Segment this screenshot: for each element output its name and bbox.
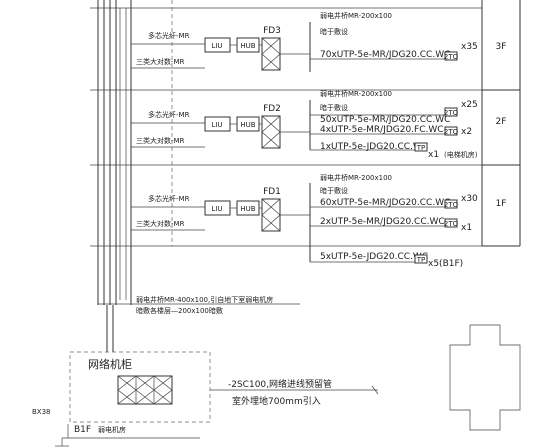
risers: [97, 0, 132, 352]
ground-symbol: BX38: [32, 408, 69, 447]
branch-2f-2: 4xUTP-5e-MR/JDG20.FC.WC: [320, 125, 444, 135]
outlet-icon: [444, 51, 458, 61]
count-2f-3: x1: [428, 150, 439, 160]
fiber-label-1f: 多芯光纤-MR: [148, 194, 190, 203]
trunk-label-2f: 三类大对数-MR: [136, 136, 185, 145]
svg-text:2TO: 2TO: [444, 220, 459, 228]
hub-label-3f: HUB: [240, 42, 255, 50]
tray-label-3f: 弱电井桥MR-200x100: [320, 11, 392, 20]
tray-label-2f: 弱电井桥MR-200x100: [320, 89, 392, 98]
cabinet-title: 网络机柜: [88, 357, 132, 371]
conduit-line2: 室外埋地700mm引入: [232, 395, 321, 407]
liu-label-1f: LIU: [211, 205, 222, 213]
svg-text:TP: TP: [416, 256, 426, 264]
svg-text:2TO: 2TO: [444, 53, 459, 61]
riser-notes: 弱电井桥MR-400x100,引自地下室弱电机房 暗敷各楼层—200x100暗敷: [98, 295, 300, 315]
install-label-1f: 暗于敷设: [320, 186, 348, 195]
svg-text:2TO: 2TO: [444, 109, 459, 117]
floor-label-1f: 1F: [496, 199, 507, 209]
outlet-icon: [414, 254, 428, 264]
branch-b1f: 5xUTP-5e-JDG20.CC.WC: [320, 252, 428, 262]
count-1f-1: x30: [461, 194, 478, 204]
liu-label-2f: LIU: [211, 121, 222, 129]
install-label-2f: 暗于敷设: [320, 103, 348, 112]
liu-label-3f: LIU: [211, 42, 222, 50]
hub-label-2f: HUB: [240, 121, 255, 129]
corner-outline: [449, 324, 521, 431]
branch-3f-1: 70xUTP-5e-MR/JDG20.CC.WC: [320, 50, 450, 60]
floor-3f-group: 多芯光纤-MR 三类大对数-MR LIU HUB FD3 弱电井桥MR-200x…: [131, 11, 506, 72]
cabinet-patch-panels: [117, 375, 173, 405]
riser-note-1: 弱电井桥MR-400x100,引自地下室弱电机房: [136, 295, 273, 304]
hub-label-1f: HUB: [240, 205, 255, 213]
fd-label-2f: FD2: [263, 104, 281, 114]
branch-1f-2: 2xUTP-5e-MR/JDG20.CC.WC: [320, 217, 445, 227]
fd-label-1f: FD1: [263, 187, 281, 197]
network-cabinet: 网络机柜 B1F 弱电机房: [62, 351, 211, 439]
fiber-label-2f: 多芯光纤-MR: [148, 110, 190, 119]
outlet-icon: [444, 218, 458, 228]
basement-branch: 5xUTP-5e-JDG20.CC.WC TP x5(B1F): [310, 252, 463, 269]
patch-panel-2f: [261, 115, 281, 149]
count-b1f: x5(B1F): [428, 259, 463, 269]
conduit-entry: -2SC100,网络进线预留管 室外埋地700mm引入: [210, 378, 379, 407]
note-2f-3: (电梯机房): [444, 150, 478, 159]
branch-2f-1: 50xUTP-5e-MR/JDG20.CC.WC: [320, 115, 450, 125]
conduit-line1: -2SC100,网络进线预留管: [228, 378, 332, 390]
svg-text:2TO: 2TO: [444, 128, 459, 136]
room-label: B1F: [74, 425, 91, 435]
fd-label-3f: FD3: [263, 26, 281, 36]
room-name: 弱电机房: [98, 425, 126, 434]
fiber-label-3f: 多芯光纤-MR: [148, 31, 190, 40]
ground-label: BX38: [32, 408, 51, 416]
branch-1f-1: 60xUTP-5e-MR/JDG20.CC.WC: [320, 198, 450, 208]
install-label-3f: 暗于敷设: [320, 27, 348, 36]
count-1f-2: x1: [461, 223, 472, 233]
floor-column: [481, 0, 521, 247]
trunk-label-1f: 三类大对数-MR: [136, 219, 185, 228]
outlet-icon: [414, 142, 428, 152]
count-2f-2: x2: [461, 127, 472, 137]
outlet-icon: [444, 107, 458, 117]
branch-2f-3: 1xUTP-5e-JDG20.CC.WC: [320, 142, 428, 152]
floor-label-3f: 3F: [496, 42, 507, 52]
floor-label-2f: 2F: [496, 117, 507, 127]
count-3f-1: x35: [461, 42, 478, 52]
patch-panel-1f: [261, 198, 281, 232]
svg-text:TP: TP: [416, 144, 426, 152]
svg-text:2TO: 2TO: [444, 201, 459, 209]
patch-panel-3f: [261, 37, 281, 71]
count-2f-1: x25: [461, 100, 478, 110]
trunk-label-3f: 三类大对数-MR: [136, 57, 185, 66]
tray-label-1f: 弱电井桥MR-200x100: [320, 173, 392, 182]
floor-1f-group: 多芯光纤-MR 三类大对数-MR LIU HUB FD1 弱电井桥MR-200x…: [131, 173, 506, 262]
riser-note-2: 暗敷各楼层—200x100暗敷: [136, 306, 223, 315]
floor-2f-group: 多芯光纤-MR 三类大对数-MR LIU HUB FD2 弱电井桥MR-200x…: [131, 89, 506, 160]
outlet-icon: [444, 199, 458, 209]
floor-separators: [90, 0, 482, 247]
outlet-icon: [444, 126, 458, 136]
